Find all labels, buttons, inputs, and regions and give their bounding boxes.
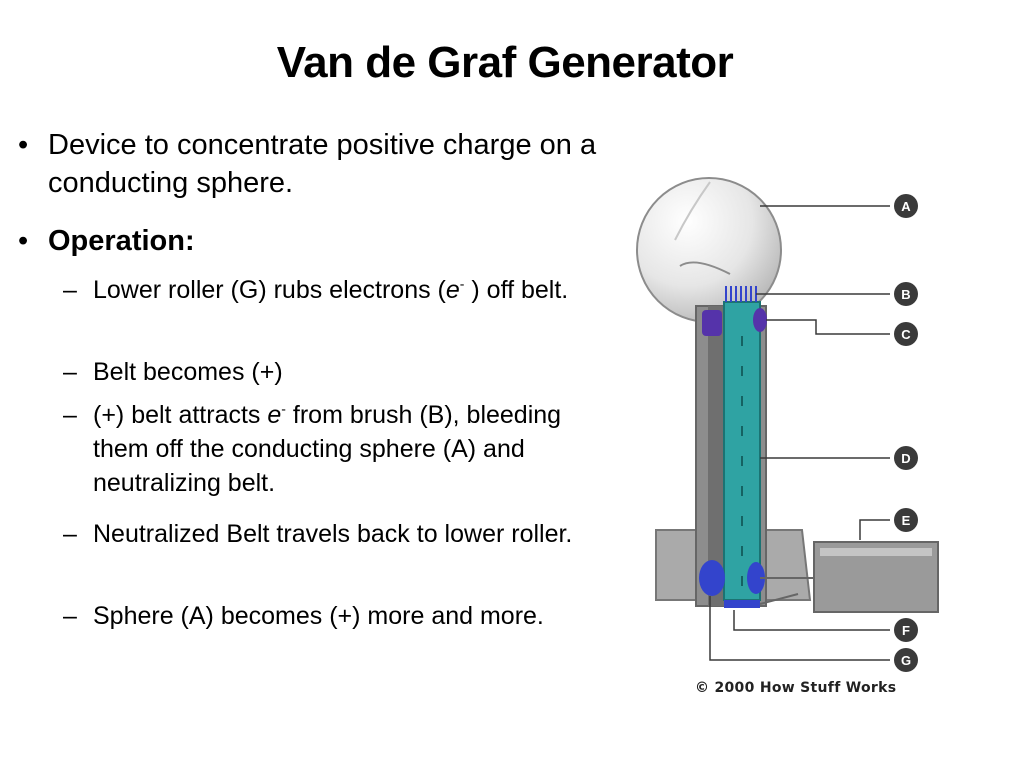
svg-text:E: E (902, 513, 911, 528)
sub-bullet-dash: – (63, 358, 77, 386)
callout-badge-b: B (894, 282, 918, 306)
bullet-text: Operation: (48, 225, 195, 257)
conducting-sphere (636, 177, 782, 323)
sub-bullet-dash: – (63, 276, 77, 304)
svg-text:B: B (901, 287, 910, 302)
svg-text:A: A (901, 199, 911, 214)
callout-badge-e: E (894, 508, 918, 532)
slide-title: Van de Graf Generator (276, 38, 734, 87)
bullet-dot: • (18, 129, 29, 161)
bullet-text: Device to concentrate positive charge on… (48, 129, 597, 199)
sub-bullet-text: Lower roller (G) rubs electrons (e- ) of… (93, 275, 569, 304)
callout-badge-d: D (894, 446, 918, 470)
copyright-notice: © 2000 How Stuff Works (695, 680, 897, 696)
callout-badge-g: G (894, 648, 918, 672)
lower-brush (724, 600, 760, 608)
callout-lines (709, 205, 890, 661)
svg-text:C: C (901, 327, 911, 342)
sub-bullet-dash: – (63, 520, 77, 548)
sub-bullet-text: Sphere (A) becomes (+) more and more. (93, 602, 544, 630)
svg-text:G: G (901, 653, 911, 668)
sub-bullet-text: Belt becomes (+) (93, 358, 283, 386)
sub-bullet-text: (+) belt attracts e- from brush (B), ble… (93, 400, 562, 497)
sub-bullet-dash: – (63, 602, 77, 630)
bullet-dot: • (18, 225, 29, 257)
sub-bullet-text: Neutralized Belt travels back to lower r… (93, 520, 573, 548)
sub-bullet-dash: – (63, 401, 77, 429)
sphere-inner-edge (679, 261, 731, 275)
svg-text:F: F (902, 623, 910, 638)
diagram-svg: A B C D E F G (636, 177, 939, 672)
callout-badge-f: F (894, 618, 918, 642)
upper-roller (753, 308, 767, 332)
callout-badge-a: A (894, 194, 918, 218)
callout-badge-c: C (894, 322, 918, 346)
svg-text:D: D (901, 451, 910, 466)
van-de-graaff-diagram: A B C D E F G (620, 170, 940, 710)
upper-brush (725, 286, 757, 302)
lower-roller (699, 560, 725, 596)
